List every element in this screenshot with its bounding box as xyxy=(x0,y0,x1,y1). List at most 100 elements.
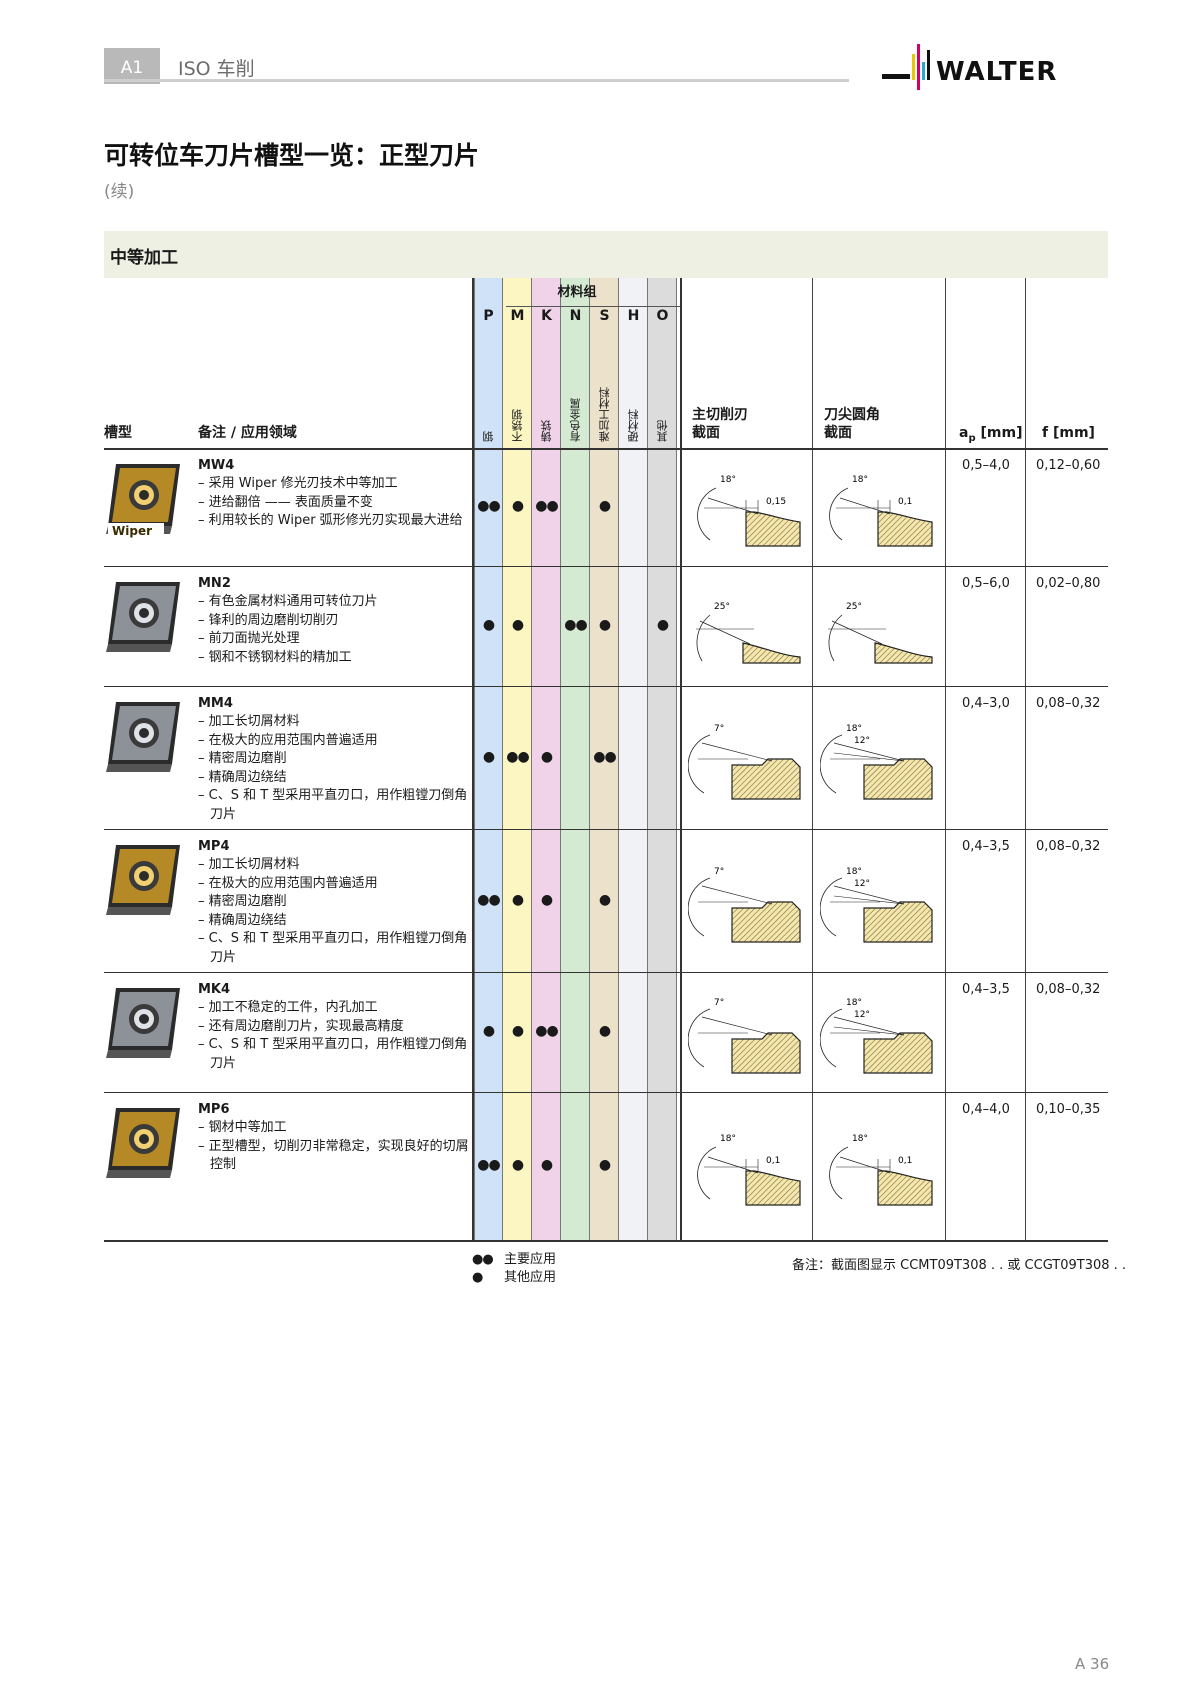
insert-image xyxy=(106,1108,180,1178)
application-mark: ●● xyxy=(477,498,500,514)
application-notes: – 钢材中等加工 – 正型槽型，切削刃非常稳定，实现良好的切屑控制 xyxy=(198,1119,473,1175)
header-f: f [mm] xyxy=(1042,425,1095,441)
header-main-edge: 主切削刃截面 xyxy=(692,407,748,441)
insert-image xyxy=(106,702,180,772)
application-mark: ● xyxy=(511,617,524,633)
table-divider xyxy=(945,278,946,1242)
application-mark: ● xyxy=(482,1023,495,1039)
geometry-code: MP6 xyxy=(198,1102,230,1117)
note-line: – C、S 和 T 型采用平直刃口，用作粗镗刀倒角刀片 xyxy=(198,788,468,822)
header-rule xyxy=(104,79,849,82)
svg-text:7°: 7° xyxy=(714,724,724,734)
corner-section: 25° xyxy=(828,602,933,664)
application-mark: ● xyxy=(482,748,495,765)
f-range: 0,08–0,32 xyxy=(1036,839,1101,854)
svg-text:0,1: 0,1 xyxy=(766,1156,780,1166)
corner-section: 18°12° xyxy=(820,998,933,1074)
material-group-label: 材料组 xyxy=(557,285,597,300)
wiper-label: Wiper xyxy=(112,524,152,538)
main-edge-section: 7° xyxy=(688,867,801,943)
application-mark: ● xyxy=(482,617,495,633)
material-name: 不锈钢 xyxy=(510,409,524,442)
main-edge-section: 7° xyxy=(688,724,801,800)
geometry-code: MW4 xyxy=(198,458,235,473)
application-mark: ●● xyxy=(477,1157,500,1173)
corner-section: 18°12° xyxy=(820,867,933,943)
f-range: 0,08–0,32 xyxy=(1036,696,1101,711)
chapter-title: ISO 车削 xyxy=(178,58,255,80)
header-corner: 刀尖圆角截面 xyxy=(824,407,880,441)
application-mark: ● xyxy=(540,891,553,908)
corner-section: 18°0,1 xyxy=(829,475,933,547)
main-edge-section: 18°0,1 xyxy=(697,1134,801,1206)
main-edge-section: 18°0,15 xyxy=(697,475,801,547)
row-divider xyxy=(104,829,1108,830)
svg-text:0,1: 0,1 xyxy=(898,1156,912,1166)
svg-text:7°: 7° xyxy=(714,998,724,1008)
svg-text:12°: 12° xyxy=(854,879,870,889)
geometry-code: MM4 xyxy=(198,696,233,711)
table-divider xyxy=(1025,278,1026,1242)
table-divider xyxy=(472,278,474,1242)
geometry-code: MP4 xyxy=(198,839,230,854)
application-mark: ●● xyxy=(593,748,616,765)
remark: 备注：截面图显示 CCMT09T308 . . 或 CCGT09T308 . . xyxy=(792,1258,1127,1273)
material-column-p xyxy=(474,278,503,1242)
ap-range: 0,4–3,5 xyxy=(962,839,1010,854)
application-mark: ● xyxy=(598,1023,611,1039)
note-line: – 精密周边磨削 xyxy=(198,894,287,909)
walter-logo: WALTER xyxy=(882,44,1057,90)
application-mark: ● xyxy=(511,1023,524,1039)
svg-text:25°: 25° xyxy=(714,602,730,612)
ap-range: 0,5–4,0 xyxy=(962,458,1010,473)
svg-text:18°: 18° xyxy=(846,724,862,734)
material-letter: O xyxy=(656,308,669,324)
material-column-o xyxy=(648,278,677,1242)
ap-range: 0,4–3,5 xyxy=(962,982,1010,997)
note-line: – 精确周边绕结 xyxy=(198,769,287,785)
header-ap: ap [mm] xyxy=(959,425,1023,444)
note-line: – 钢材中等加工 xyxy=(198,1120,287,1135)
application-mark: ● xyxy=(656,617,669,633)
note-line: – 钢和不锈钢材料的精加工 xyxy=(198,649,352,665)
note-line: – 加工长切屑材料 xyxy=(198,857,300,872)
row-divider xyxy=(104,972,1108,973)
section-title: 中等加工 xyxy=(110,248,178,268)
application-mark: ● xyxy=(540,748,553,765)
section-band: 中等加工 xyxy=(104,231,1108,278)
ap-range: 0,4–4,0 xyxy=(962,1102,1010,1117)
note-line: – 正型槽型，切削刃非常稳定，实现良好的切屑控制 xyxy=(198,1138,469,1173)
svg-text:18°: 18° xyxy=(852,1134,868,1144)
material-letter: N xyxy=(569,308,582,324)
svg-text:12°: 12° xyxy=(854,736,870,746)
material-letter: S xyxy=(599,308,610,324)
application-notes: – 加工长切屑材料– 在极大的应用范围内普遍适用– 精密周边磨削– 精确周边绕结… xyxy=(198,856,473,967)
corner-section: 18°12° xyxy=(820,724,933,800)
material-column-n xyxy=(561,278,590,1242)
material-name: 钢 xyxy=(481,431,495,442)
ap-range: 0,4–3,0 xyxy=(962,696,1010,711)
main-edge-section: 7° xyxy=(688,998,801,1074)
application-mark: ●● xyxy=(535,498,558,514)
note-line: – C、S 和 T 型采用平直刃口，用作粗镗刀倒角刀片 xyxy=(198,931,468,965)
row-divider xyxy=(104,1092,1108,1093)
material-name: 其他 xyxy=(655,420,669,442)
note-line: – 加工不稳定的工件，内孔加工 xyxy=(198,1000,378,1015)
application-notes: – 加工长切屑材料– 在极大的应用范围内普遍适用– 精密周边磨削– 精确周边绕结… xyxy=(198,713,473,824)
ap-range: 0,5–6,0 xyxy=(962,576,1010,591)
geometry-code: MK4 xyxy=(198,982,231,997)
chapter-badge: A1 xyxy=(104,48,160,84)
note-line: – 利用较长的 Wiper 弧形修光刃实现最大进给 xyxy=(198,513,463,528)
insert-image xyxy=(106,988,180,1058)
row-divider xyxy=(104,566,1108,567)
svg-text:18°: 18° xyxy=(852,475,868,485)
note-line: – 采用 Wiper 修光刃技术中等加工 xyxy=(198,476,398,491)
logo-text: WALTER xyxy=(936,57,1057,87)
application-notes: – 加工不稳定的工件，内孔加工– 还有周边磨削刀片，实现最高精度– C、S 和 … xyxy=(198,999,473,1073)
application-mark: ● xyxy=(598,891,611,908)
application-mark: ●● xyxy=(535,1023,558,1039)
note-line: – 在极大的应用范围内普遍适用 xyxy=(198,732,378,748)
f-range: 0,08–0,32 xyxy=(1036,982,1101,997)
header-notes: 备注 / 应用领域 xyxy=(198,425,297,441)
table-divider xyxy=(812,278,813,1242)
